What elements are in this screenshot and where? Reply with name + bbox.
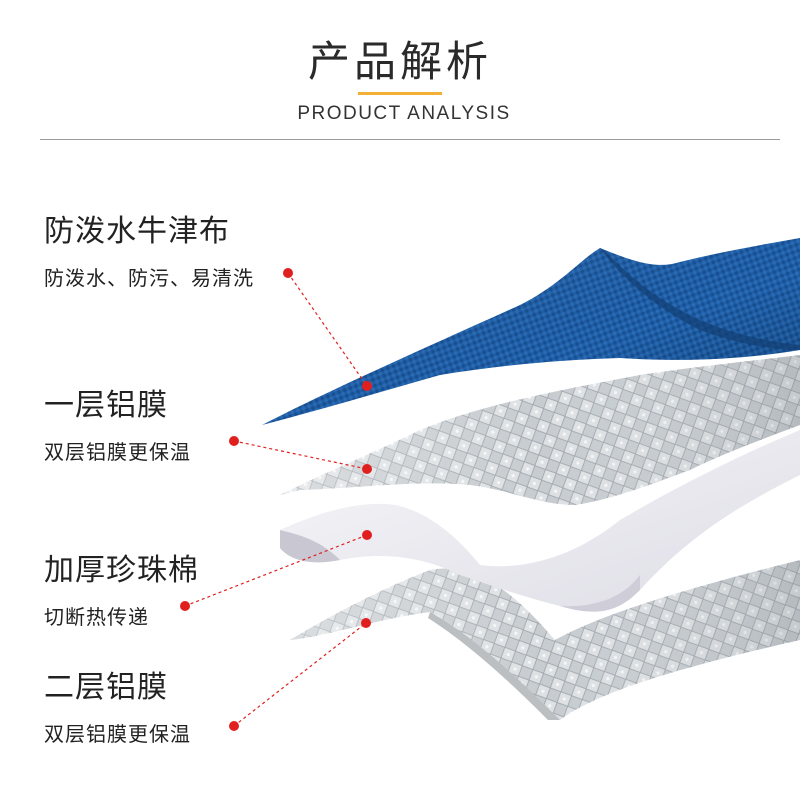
marker-dot <box>180 601 190 611</box>
layer-desc: 防泼水、防污、易清洗 <box>44 266 254 290</box>
header-divider <box>40 139 780 140</box>
layer-desc: 切断热传递 <box>44 605 149 629</box>
layer-name: 防泼水牛津布 <box>44 214 230 249</box>
marker-dot <box>229 436 239 446</box>
foam-layer <box>280 430 800 612</box>
marker-dot <box>362 530 372 540</box>
layer-label-fabric: 防泼水牛津布 防泼水、防污、易清洗 <box>44 206 344 291</box>
marker-dot <box>229 721 239 731</box>
layer-name: 一层铝膜 <box>44 388 168 423</box>
layer-desc: 双层铝膜更保温 <box>44 440 191 464</box>
leader-lines <box>184 272 368 727</box>
layer-name: 加厚珍珠棉 <box>44 553 199 588</box>
marker-dots <box>180 268 372 731</box>
foil-layer-2 <box>290 560 800 720</box>
marker-dot <box>361 618 371 628</box>
leader-line-foam <box>184 534 368 607</box>
leader-line-foil-2 <box>233 622 367 727</box>
fabric-layer <box>262 238 800 425</box>
layer-desc: 双层铝膜更保温 <box>44 722 191 746</box>
marker-dot <box>283 268 293 278</box>
foil-layer-1 <box>280 355 800 505</box>
layer-label-foil-1: 一层铝膜 双层铝膜更保温 <box>44 380 344 465</box>
marker-dot <box>362 381 372 391</box>
title-accent-bar <box>358 92 442 95</box>
layer-label-foam: 加厚珍珠棉 切断热传递 <box>44 545 344 630</box>
header: 产品解析 PRODUCT ANALYSIS <box>0 0 800 140</box>
page-title: 产品解析 <box>307 37 492 86</box>
page-subtitle: PRODUCT ANALYSIS <box>297 103 511 124</box>
leader-line-foil-1 <box>233 440 368 470</box>
marker-dot <box>362 464 372 474</box>
layer-name: 二层铝膜 <box>44 670 168 705</box>
leader-line-fabric <box>287 272 368 387</box>
layer-label-foil-2: 二层铝膜 双层铝膜更保温 <box>44 662 344 747</box>
